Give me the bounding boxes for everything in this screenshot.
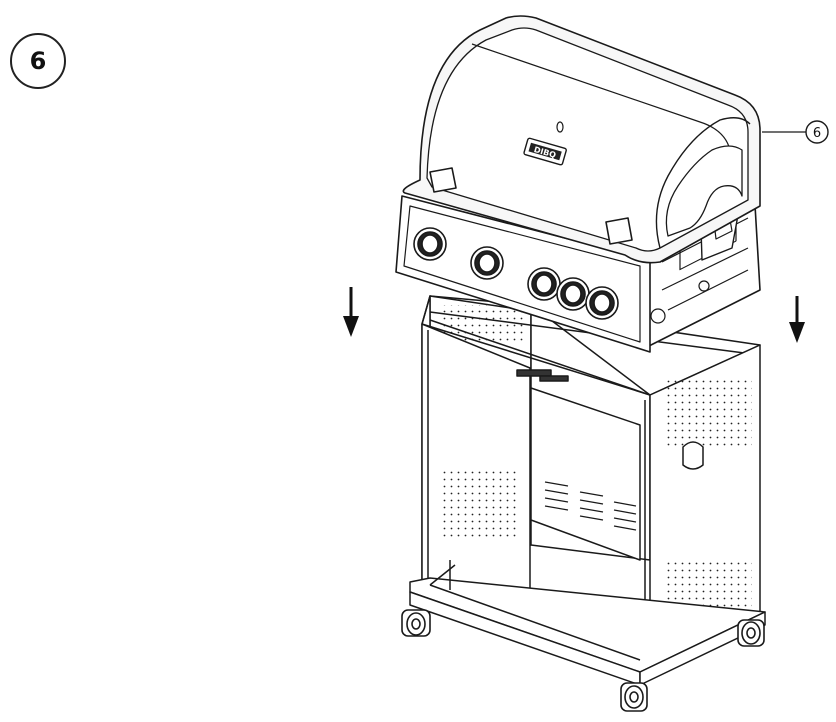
grill-head: DIBQ [395, 15, 761, 353]
caster-wheel [737, 619, 765, 647]
step-number-badge: 6 [10, 33, 66, 89]
burner-knob [413, 227, 447, 261]
callout-label: 6 [813, 126, 821, 141]
arrow-down-icon [343, 287, 359, 337]
part-callout: 6 [762, 120, 829, 144]
cart-frame [409, 295, 766, 686]
caster-wheel [620, 682, 648, 712]
burner-knob [556, 277, 590, 311]
burner-knob [585, 286, 619, 320]
arrow-down-icon [789, 296, 805, 343]
step-number: 6 [29, 47, 47, 75]
burner-knob [527, 267, 561, 301]
caster-wheel [401, 609, 431, 637]
burner-knob [470, 246, 504, 280]
